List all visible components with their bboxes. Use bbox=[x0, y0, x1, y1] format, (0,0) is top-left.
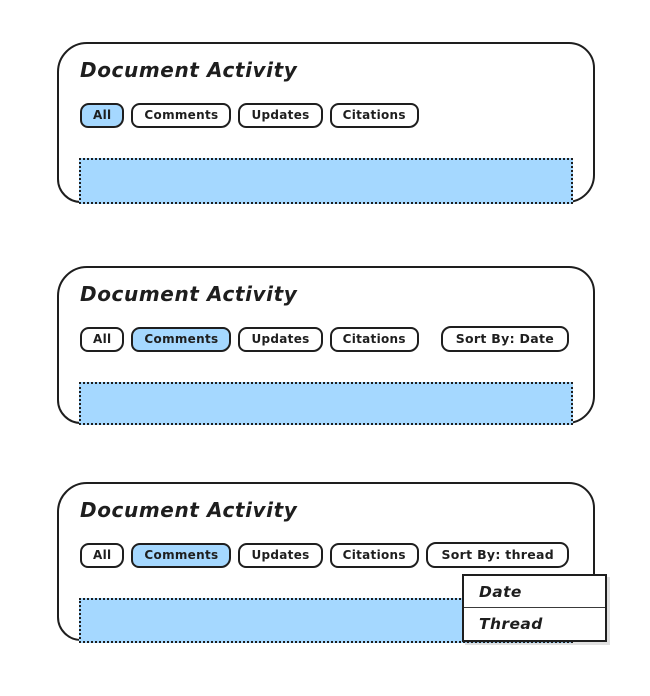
activity-list-placeholder bbox=[79, 158, 573, 204]
filter-chip-all[interactable]: All bbox=[80, 326, 125, 352]
sort-option-thread[interactable]: Thread bbox=[464, 607, 605, 640]
filter-chip-updates[interactable]: Updates bbox=[238, 102, 323, 128]
sort-by-button[interactable]: Sort By: Date bbox=[440, 326, 569, 352]
filter-chip-row: All Comments Updates Citations bbox=[80, 102, 569, 128]
panel-title: Document Activity bbox=[80, 282, 298, 306]
filter-chip-citations[interactable]: Citations bbox=[329, 326, 419, 352]
filter-chip-updates[interactable]: Updates bbox=[238, 542, 323, 568]
filter-chip-comments[interactable]: Comments bbox=[131, 326, 232, 352]
filter-chip-row: All Comments Updates Citations Sort By: … bbox=[80, 542, 569, 568]
activity-list-placeholder bbox=[79, 382, 573, 425]
filter-chip-citations[interactable]: Citations bbox=[329, 102, 419, 128]
filter-chip-all[interactable]: All bbox=[80, 102, 125, 128]
sort-dropdown-menu: Date Thread bbox=[462, 574, 607, 642]
panel-title: Document Activity bbox=[80, 498, 298, 522]
filter-chip-citations[interactable]: Citations bbox=[329, 542, 419, 568]
document-activity-card-state-1: Document Activity All Comments Updates C… bbox=[57, 42, 595, 204]
document-activity-card-state-3: Document Activity All Comments Updates C… bbox=[57, 482, 607, 643]
sort-by-button[interactable]: Sort By: thread bbox=[426, 542, 569, 568]
filter-chip-comments[interactable]: Comments bbox=[131, 102, 232, 128]
sort-option-date[interactable]: Date bbox=[479, 582, 522, 601]
filter-chip-updates[interactable]: Updates bbox=[238, 326, 323, 352]
panel-title: Document Activity bbox=[80, 58, 298, 82]
filter-chip-all[interactable]: All bbox=[80, 542, 125, 568]
filter-chip-row: All Comments Updates Citations Sort By: … bbox=[80, 326, 569, 352]
document-activity-card-state-2: Document Activity All Comments Updates C… bbox=[57, 266, 595, 425]
filter-chip-comments[interactable]: Comments bbox=[131, 542, 232, 568]
